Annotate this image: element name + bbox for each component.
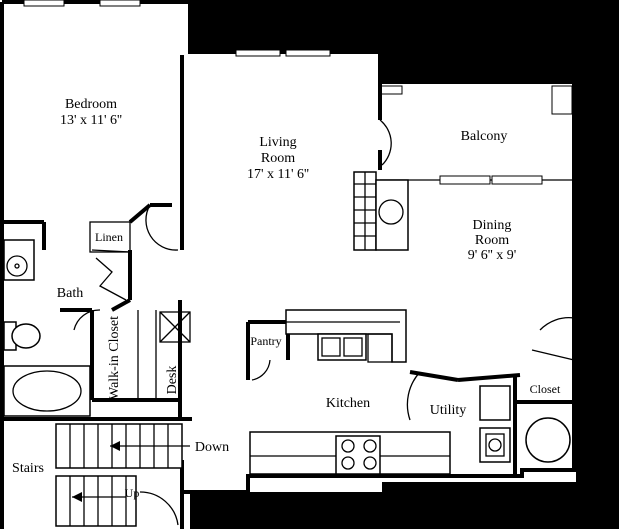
balcony-name: Balcony (461, 129, 508, 144)
pantry-label: Pantry (250, 334, 281, 348)
stairs-up-label: Up (125, 486, 140, 500)
living-name-line2: Room (261, 151, 295, 166)
bedroom-name: Bedroom (65, 97, 117, 112)
walkin-closet-label: Walk-in Closet (107, 316, 122, 400)
kitchen-label: Kitchen (326, 396, 370, 411)
stairs-down-label: Down (195, 440, 229, 455)
room-labels: Bedroom 13' x 11' 6'' Living Room 17' x … (12, 97, 561, 500)
kitchen-fixtures (249, 309, 451, 475)
doors (73, 119, 613, 526)
utility-label: Utility (430, 403, 467, 418)
utility-fixtures (479, 385, 571, 463)
closet-label: Closet (530, 382, 561, 396)
bedroom-size: 13' x 11' 6'' (60, 113, 122, 128)
living-name-line1: Living (259, 135, 296, 150)
bath-fixtures (3, 239, 91, 417)
desk-label: Desk (165, 366, 180, 395)
living-size: 17' x 11' 6'' (247, 167, 309, 182)
linen-label: Linen (95, 230, 123, 244)
dining-name-line1: Dining (473, 218, 512, 233)
balcony-railing (379, 85, 574, 185)
dining-size: 9' 6'' x 9' (468, 248, 517, 263)
exterior-walls (0, 0, 576, 529)
interior-walls (4, 55, 574, 476)
windows (23, 0, 331, 57)
bath-label: Bath (57, 286, 83, 301)
stairs (55, 423, 190, 527)
fireplace (353, 171, 409, 251)
dining-name-line2: Room (475, 233, 509, 248)
stairs-label: Stairs (12, 461, 44, 476)
